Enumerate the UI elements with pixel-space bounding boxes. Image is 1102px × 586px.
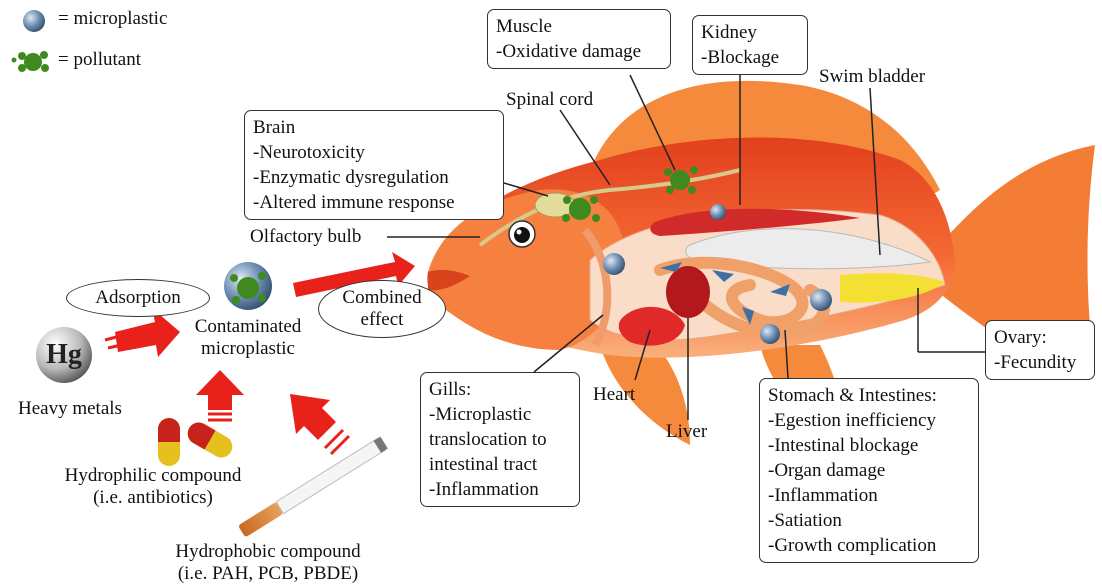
stomach-effect-3: -Organ damage (768, 458, 970, 483)
adsorption-ellipse: Adsorption (66, 279, 210, 317)
heavy-metals-symbol: Hg (43, 339, 85, 371)
gills-box: Gills: -Microplastic translocation to in… (420, 372, 580, 507)
combined-effect-ellipse: Combined effect (318, 280, 446, 338)
stomach-title: Stomach & Intestines: (768, 383, 970, 408)
brain-title: Brain (253, 115, 495, 140)
brain-effect-3: -Altered immune response (253, 190, 495, 215)
hydrophobic-line-2: (i.e. PAH, PCB, PBDE) (150, 563, 386, 585)
hydrophobic-label: Hydrophobic compound (i.e. PAH, PCB, PBD… (150, 541, 386, 585)
liver-label: Liver (666, 421, 707, 443)
microplastic-intestine (760, 324, 780, 344)
contaminated-line-2: microplastic (184, 338, 312, 360)
stomach-effect-6: -Growth complication (768, 533, 970, 558)
gills-effect-1: -Microplastic (429, 402, 571, 427)
legend-pollutant-icon (12, 51, 50, 72)
heart-label: Heart (593, 384, 635, 406)
brain-effect-2: -Enzymatic dysregulation (253, 165, 495, 190)
microplastic-stomach (810, 289, 832, 311)
legend-microplastic-label: = microplastic (58, 8, 167, 30)
kidney-title: Kidney (701, 20, 799, 45)
adsorption-label: Adsorption (95, 287, 181, 309)
stomach-box: Stomach & Intestines: -Egestion ineffici… (759, 378, 979, 563)
antibiotic-capsule-icon (158, 418, 236, 466)
hydrophilic-label: Hydrophilic compound (i.e. antibiotics) (40, 465, 266, 509)
stomach-effect-1: -Egestion inefficiency (768, 408, 970, 433)
kidney-effect: -Blockage (701, 45, 799, 70)
gills-effect-2: translocation to (429, 427, 571, 452)
muscle-effect: -Oxidative damage (496, 39, 662, 64)
legend-pollutant-label: = pollutant (58, 49, 141, 71)
liver (666, 266, 710, 318)
microplastic-kidney (710, 204, 726, 220)
brain-effect-1: -Neurotoxicity (253, 140, 495, 165)
ovary-box: Ovary: -Fecundity (985, 320, 1095, 380)
microplastic-gills (603, 253, 625, 275)
legend-microplastic-icon (23, 10, 45, 32)
hydrophilic-line-2: (i.e. antibiotics) (40, 487, 266, 509)
brain-box: Brain -Neurotoxicity -Enzymatic dysregul… (244, 110, 504, 220)
stomach-effect-4: -Inflammation (768, 483, 970, 508)
contaminated-label: Contaminated microplastic (184, 316, 312, 360)
arrow-hydrophilic (196, 370, 244, 410)
contaminated-line-1: Contaminated (184, 316, 312, 338)
muscle-box: Muscle -Oxidative damage (487, 9, 671, 69)
arrow-hydrophobic (290, 394, 336, 440)
hydrophobic-line-1: Hydrophobic compound (150, 541, 386, 563)
heavy-metals-label: Heavy metals (18, 398, 122, 420)
gills-title: Gills: (429, 377, 571, 402)
ovary-effect: -Fecundity (994, 350, 1086, 375)
muscle-title: Muscle (496, 14, 662, 39)
hydrophilic-line-1: Hydrophilic compound (40, 465, 266, 487)
combined-line-2: effect (342, 309, 421, 331)
stomach-effect-2: -Intestinal blockage (768, 433, 970, 458)
spinal-cord-label: Spinal cord (506, 89, 593, 111)
gills-effect-3: intestinal tract (429, 452, 571, 477)
combined-line-1: Combined (342, 287, 421, 309)
stomach-effect-5: -Satiation (768, 508, 970, 533)
swim-bladder-label: Swim bladder (819, 66, 925, 88)
olfactory-bulb-label: Olfactory bulb (250, 226, 361, 248)
kidney-box: Kidney -Blockage (692, 15, 808, 75)
gills-effect-4: -Inflammation (429, 477, 571, 502)
ovary-title: Ovary: (994, 325, 1086, 350)
